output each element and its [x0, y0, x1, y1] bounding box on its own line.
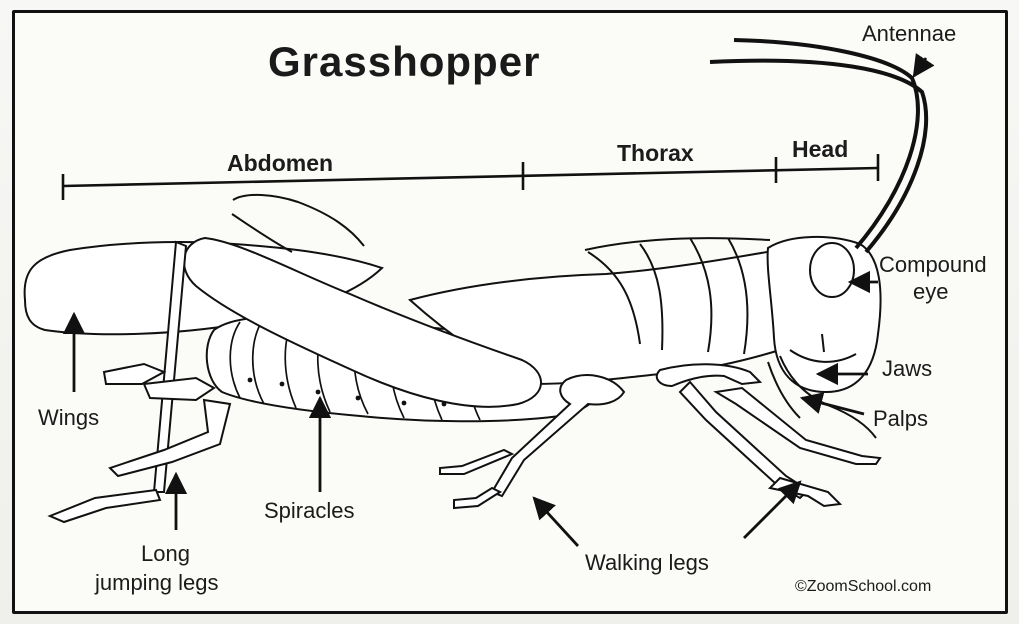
- head-label: Head: [792, 136, 848, 163]
- compound-eye-label-line1: Compound: [879, 252, 987, 277]
- palps-label: Palps: [873, 406, 928, 431]
- long-jumping-legs-label-line1: Long: [141, 541, 190, 566]
- wings-label: Wings: [38, 405, 99, 430]
- front-walking-leg-1: [657, 364, 760, 386]
- antennae-arrow: [914, 58, 926, 76]
- diagram-title: Grasshopper: [268, 38, 540, 86]
- jaws-label: Jaws: [882, 356, 932, 381]
- copyright-credit: ©ZoomSchool.com: [795, 578, 931, 596]
- walking-legs-arrow-left: [534, 498, 578, 546]
- grasshopper-outline: [25, 40, 927, 522]
- palps-arrow: [802, 398, 864, 414]
- compound-eye-label-line2: eye: [913, 279, 948, 304]
- spiracles-label: Spiracles: [264, 498, 354, 523]
- long-jumping-legs-label-line2: jumping legs: [95, 570, 219, 595]
- antennae-label: Antennae: [862, 21, 956, 46]
- abdomen-label: Abdomen: [227, 150, 333, 177]
- compound-eye: [810, 243, 854, 297]
- body-region-bracket: [63, 154, 878, 200]
- thorax-label: Thorax: [617, 140, 694, 167]
- walking-legs-label: Walking legs: [585, 550, 709, 575]
- walking-legs-arrow-right: [744, 482, 800, 538]
